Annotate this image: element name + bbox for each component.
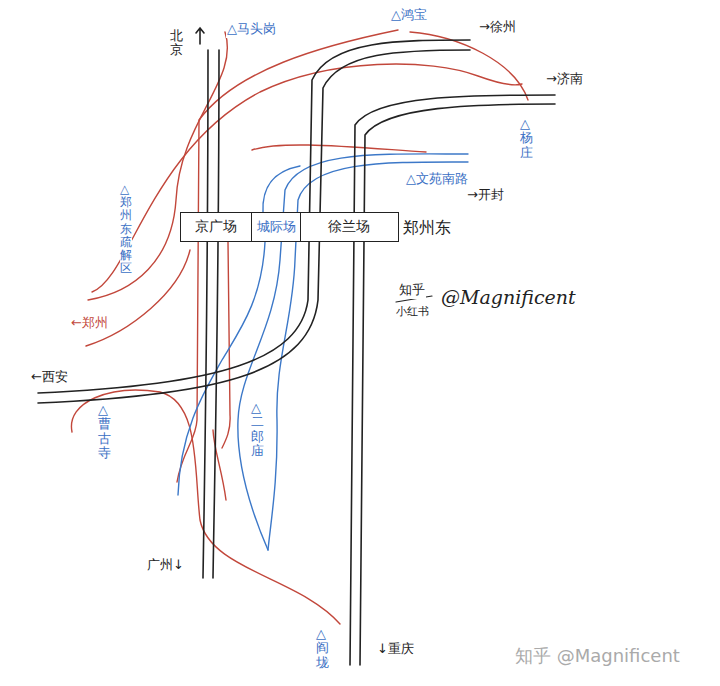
yard-box: 徐兰场 (300, 213, 397, 241)
station-label: △鸿宝 (390, 6, 428, 24)
yard-name: 京广场 (195, 218, 237, 236)
direction-label: ←郑州 (70, 314, 109, 332)
blue-lines (178, 154, 468, 550)
station-label: △二郎庙 (251, 400, 264, 459)
station-label: △文苑南路 (405, 170, 469, 188)
station-name: 郑州东 (403, 218, 451, 239)
yard-box: 京广场 (181, 213, 251, 241)
rail-line (213, 50, 219, 578)
direction-label: ←西安 (30, 368, 69, 386)
rail-line (222, 242, 230, 448)
direction-label: →济南 (545, 70, 584, 88)
rail-line (92, 64, 522, 292)
direction-label: →徐州 (478, 18, 517, 36)
rail-line (203, 50, 208, 578)
direction-label: ↓重庆 (376, 640, 415, 658)
watermark: 知乎 @Magnificent (514, 644, 681, 668)
rail-line (38, 40, 470, 393)
yard-name: 城际场 (257, 218, 296, 236)
rail-line (360, 104, 555, 665)
direction-label: 北京 (170, 28, 183, 59)
station-label: △杨庄 (520, 116, 533, 161)
rail-line (177, 30, 398, 482)
station-frame: 郑州东京广场城际场徐兰场 (180, 212, 399, 242)
red-lines (71, 30, 528, 624)
direction-arrow (196, 28, 204, 44)
black-lines (38, 28, 555, 665)
station-label: △马头岗 (226, 20, 277, 38)
yard-box: 城际场 (251, 213, 300, 241)
signature-text: @Magnificent (440, 286, 577, 308)
station-label: △郑州东疏解区 (120, 182, 132, 276)
rail-line (350, 95, 555, 665)
rail-line (178, 242, 265, 495)
rail-line (263, 166, 300, 212)
rail-line (252, 145, 426, 152)
station-label: △曹古寺 (98, 402, 111, 461)
station-label: △阎垅 (316, 626, 329, 671)
signature-text: 小红书 (395, 304, 430, 319)
signature-text: 知乎 (398, 281, 426, 299)
direction-label: →开封 (466, 186, 505, 204)
yard-name: 徐兰场 (328, 218, 370, 236)
direction-label: 广州↓ (146, 556, 185, 574)
